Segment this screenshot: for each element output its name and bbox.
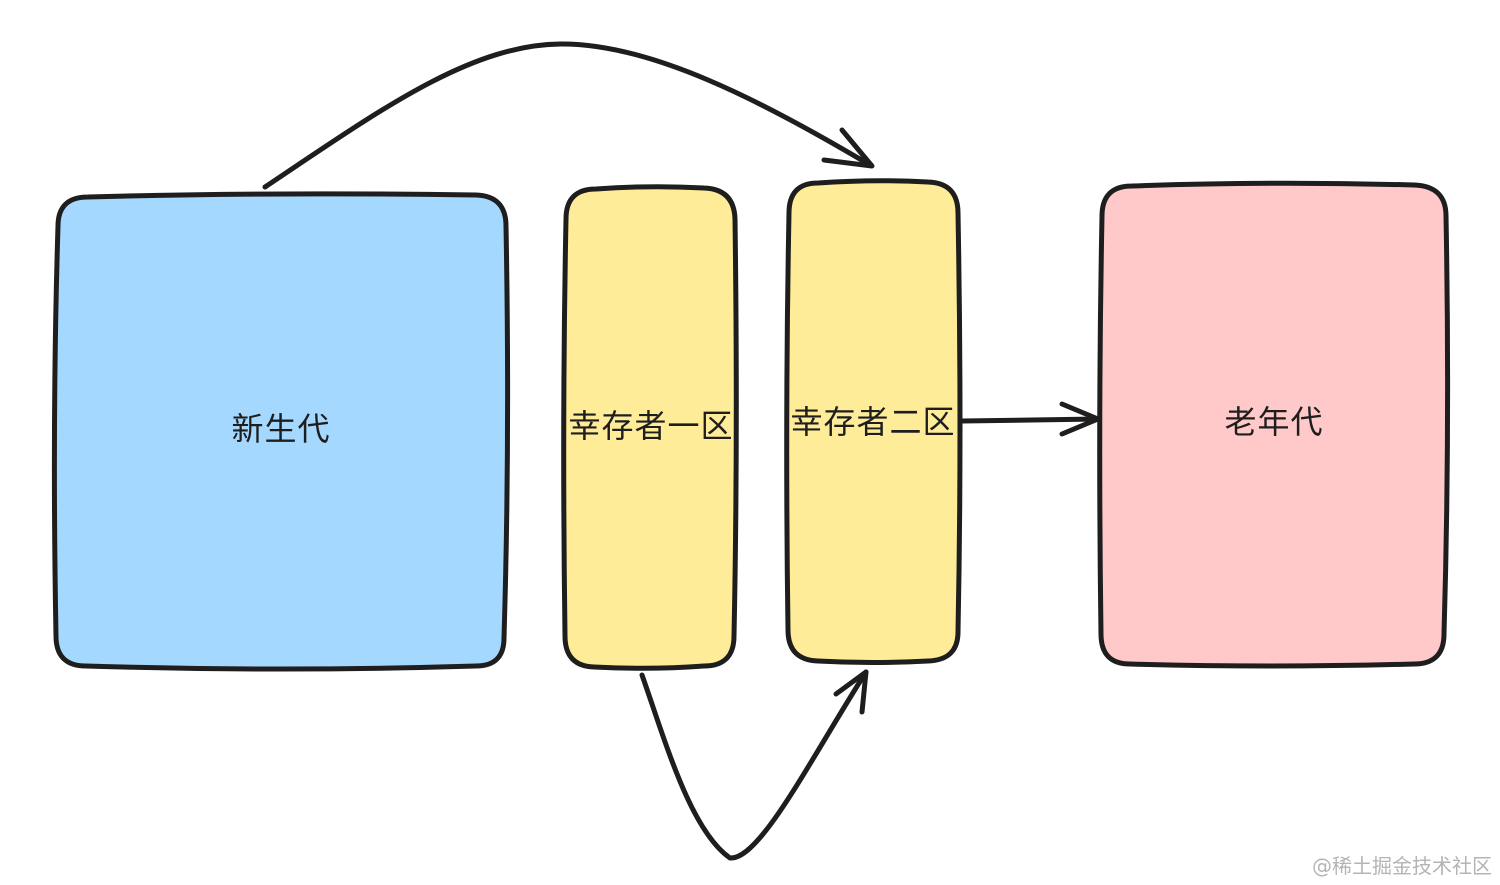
arrow-survivor-two-to-old-line (959, 416, 1101, 424)
arrow-survivor-one-to-survivor-two (639, 669, 869, 861)
old-generation-node: 老年代 (1097, 180, 1451, 669)
survivor-one-node: 幸存者一区 (561, 184, 739, 671)
survivor-two-node: 幸存者二区 (784, 178, 963, 665)
arrow-survivor-two-to-old (959, 401, 1101, 437)
arrow-young-to-survivor-two (262, 41, 875, 190)
arrow-survivor-two-to-old-head (1059, 401, 1101, 437)
young-generation-label: 新生代 (231, 410, 330, 448)
survivor-one-label: 幸存者一区 (568, 407, 733, 445)
survivor-two-label: 幸存者二区 (790, 403, 955, 441)
survivor-one-box (561, 184, 739, 671)
old-generation-box (1097, 180, 1451, 669)
arrow-young-to-survivor-two-head (821, 127, 875, 169)
arrow-survivor-one-to-survivor-two-line (639, 669, 869, 861)
survivor-two-box (784, 178, 963, 665)
watermark: @稀土掘金技术社区 (1312, 854, 1492, 878)
arrow-young-to-survivor-two-line (262, 41, 873, 190)
old-generation-label: 老年代 (1224, 403, 1323, 441)
arrow-survivor-one-to-survivor-two-head (833, 669, 869, 715)
young-generation-node: 新生代 (51, 191, 511, 672)
young-generation-box (51, 191, 511, 672)
